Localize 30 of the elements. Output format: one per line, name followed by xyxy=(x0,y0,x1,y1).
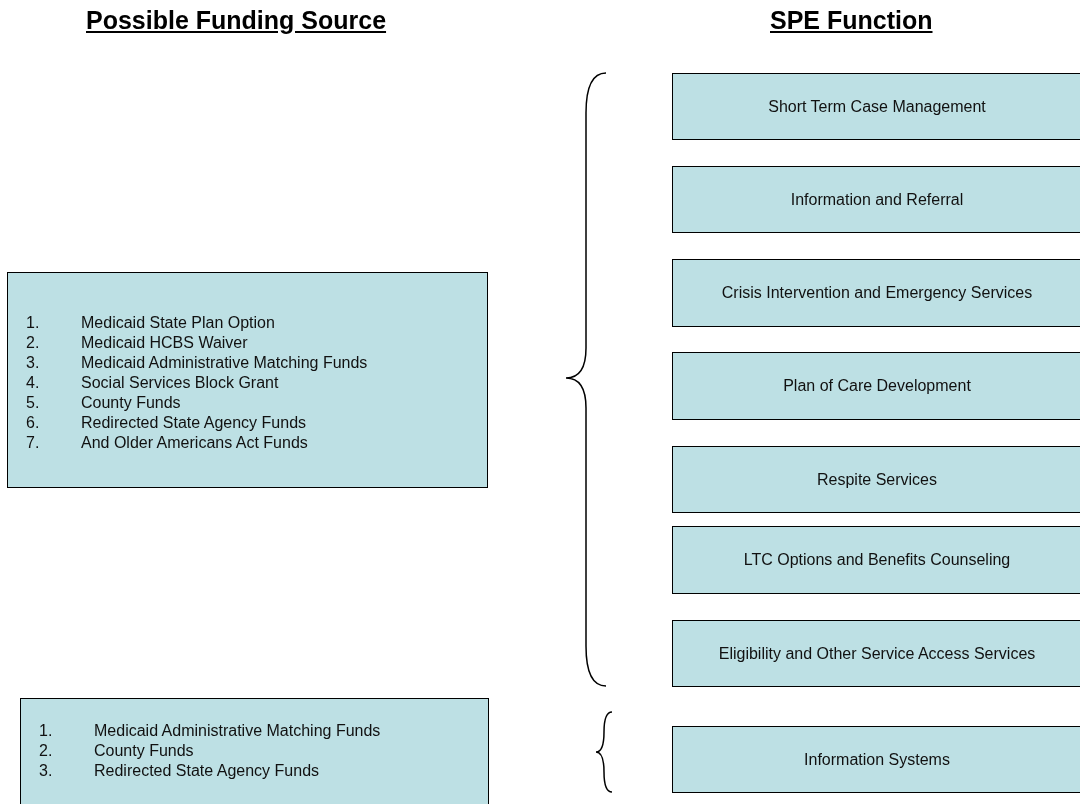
function-box xyxy=(672,166,1080,233)
function-label: Crisis Intervention and Emergency Services xyxy=(721,284,1033,302)
function-label: Short Term Case Management xyxy=(768,97,986,116)
list-item: 5. County Funds xyxy=(26,393,182,413)
function-label: Information Systems xyxy=(804,750,950,769)
list-item: 2. Medicaid HCBS Waiver xyxy=(26,333,249,353)
function-box xyxy=(672,446,1080,513)
list-item: 6. Redirected State Agency Funds xyxy=(26,413,308,433)
list-item: 1. Medicaid Administrative Matching Funds xyxy=(39,721,382,741)
function-box xyxy=(672,726,1080,793)
list-item: 3. Medicaid Administrative Matching Funds xyxy=(26,353,369,373)
list-item: 3. Redirected State Agency Funds xyxy=(39,761,321,781)
function-label: Respite Services xyxy=(816,470,937,489)
function-label: LTC Options and Benefits Counseling xyxy=(743,551,1011,569)
column-heading: Possible Funding Source xyxy=(86,6,387,35)
list-item: 1. Medicaid State Plan Option xyxy=(26,313,276,333)
function-label: Information and Referral xyxy=(790,190,964,209)
function-box xyxy=(672,259,1080,327)
function-label: Plan of Care Development xyxy=(783,377,971,395)
function-label: Eligibility and Other Service Access Services xyxy=(718,644,1036,663)
list-item: 2. County Funds xyxy=(39,741,195,761)
list-item: 7. And Older Americans Act Funds xyxy=(26,433,309,453)
function-box xyxy=(672,73,1080,140)
function-box xyxy=(672,526,1080,594)
column-heading: SPE Function xyxy=(770,6,933,35)
funding-list-box xyxy=(20,698,489,804)
function-box xyxy=(672,620,1080,687)
funding-list-box xyxy=(7,272,488,488)
list-item: 4. Social Services Block Grant xyxy=(26,373,280,393)
function-box xyxy=(672,352,1080,420)
